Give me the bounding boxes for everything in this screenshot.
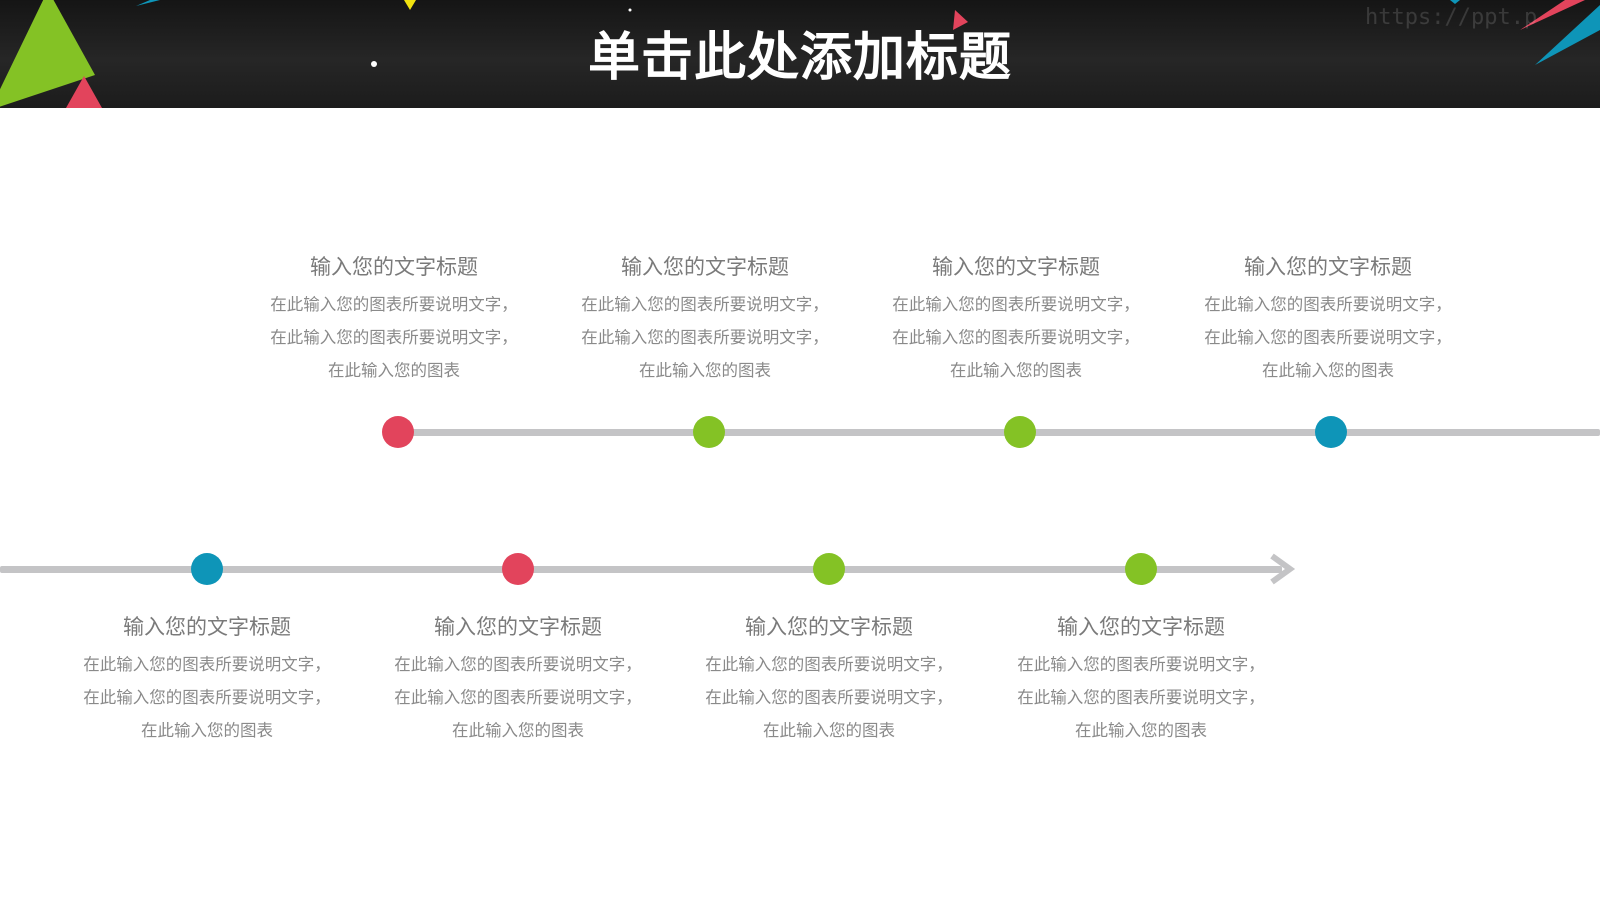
item-title: 输入您的文字标题 (1244, 255, 1412, 279)
timeline-node (1004, 416, 1036, 448)
watermark-text: https://ppt.p (1365, 5, 1538, 30)
item-title: 输入您的文字标题 (123, 615, 291, 639)
item-desc-line: 在此输入您的图表所要说明文字， (581, 295, 829, 314)
timeline-item: 输入您的文字标题 在此输入您的图表所要说明文字， 在此输入您的图表所要说明文字，… (368, 614, 668, 747)
item-desc-line: 在此输入您的图表 (1262, 361, 1394, 380)
timeline-item: 输入您的文字标题 在此输入您的图表所要说明文字， 在此输入您的图表所要说明文字，… (679, 614, 979, 747)
item-desc-line: 在此输入您的图表所要说明文字， (83, 655, 331, 674)
arrow-head-icon (1270, 553, 1296, 585)
item-desc-line: 在此输入您的图表所要说明文字， (394, 688, 642, 707)
timeline-node (1315, 416, 1347, 448)
item-desc-line: 在此输入您的图表所要说明文字， (270, 295, 518, 314)
timeline-item: 输入您的文字标题 在此输入您的图表所要说明文字， 在此输入您的图表所要说明文字，… (1178, 254, 1478, 387)
yellow-triangle-shape (404, 0, 416, 10)
timeline-node (382, 416, 414, 448)
green-triangle-shape (0, 0, 95, 107)
white-dot-shape (371, 61, 377, 67)
white-dot-shape (628, 8, 632, 12)
timeline-line-top (398, 429, 1600, 436)
timeline-item: 输入您的文字标题 在此输入您的图表所要说明文字， 在此输入您的图表所要说明文字，… (57, 614, 357, 747)
timeline-node (813, 553, 845, 585)
timeline-item: 输入您的文字标题 在此输入您的图表所要说明文字， 在此输入您的图表所要说明文字，… (991, 614, 1291, 747)
timeline-item: 输入您的文字标题 在此输入您的图表所要说明文字， 在此输入您的图表所要说明文字，… (555, 254, 855, 387)
item-title: 输入您的文字标题 (745, 615, 913, 639)
red-triangle-shape (1520, 0, 1585, 30)
item-title: 输入您的文字标题 (1057, 615, 1225, 639)
timeline-node (693, 416, 725, 448)
blue-triangle-shape (1535, 5, 1600, 65)
item-desc-line: 在此输入您的图表 (328, 361, 460, 380)
timeline-line-bottom (0, 566, 1282, 573)
timeline-node (502, 553, 534, 585)
item-desc-line: 在此输入您的图表所要说明文字， (1017, 688, 1265, 707)
item-desc-line: 在此输入您的图表所要说明文字， (394, 655, 642, 674)
confetti-decoration (0, 0, 1600, 108)
item-desc-line: 在此输入您的图表 (141, 721, 273, 740)
page-title: 单击此处添加标题 (587, 28, 1012, 88)
item-desc-line: 在此输入您的图表 (452, 721, 584, 740)
item-desc-line: 在此输入您的图表所要说明文字， (83, 688, 331, 707)
timeline-item: 输入您的文字标题 在此输入您的图表所要说明文字， 在此输入您的图表所要说明文字，… (244, 254, 544, 387)
item-desc-line: 在此输入您的图表 (1075, 721, 1207, 740)
item-title: 输入您的文字标题 (932, 255, 1100, 279)
item-title: 输入您的文字标题 (434, 615, 602, 639)
item-desc-line: 在此输入您的图表 (950, 361, 1082, 380)
item-title: 输入您的文字标题 (621, 255, 789, 279)
item-desc-line: 在此输入您的图表所要说明文字， (892, 328, 1140, 347)
slide-header: https://ppt.p 单击此处添加标题 (0, 0, 1600, 108)
timeline-node (1125, 553, 1157, 585)
item-desc-line: 在此输入您的图表 (763, 721, 895, 740)
item-desc-line: 在此输入您的图表所要说明文字， (581, 328, 829, 347)
timeline-node (191, 553, 223, 585)
item-title: 输入您的文字标题 (310, 255, 478, 279)
blue-triangle-shape (1450, 0, 1460, 4)
item-desc-line: 在此输入您的图表所要说明文字， (1204, 295, 1452, 314)
red-triangle-shape (66, 76, 102, 108)
item-desc-line: 在此输入您的图表所要说明文字， (705, 688, 953, 707)
red-triangle-shape (953, 10, 968, 30)
item-desc-line: 在此输入您的图表所要说明文字， (1017, 655, 1265, 674)
timeline-item: 输入您的文字标题 在此输入您的图表所要说明文字， 在此输入您的图表所要说明文字，… (866, 254, 1166, 387)
item-desc-line: 在此输入您的图表 (639, 361, 771, 380)
item-desc-line: 在此输入您的图表所要说明文字， (705, 655, 953, 674)
item-desc-line: 在此输入您的图表所要说明文字， (1204, 328, 1452, 347)
item-desc-line: 在此输入您的图表所要说明文字， (270, 328, 518, 347)
blue-triangle-shape (136, 0, 160, 6)
item-desc-line: 在此输入您的图表所要说明文字， (892, 295, 1140, 314)
